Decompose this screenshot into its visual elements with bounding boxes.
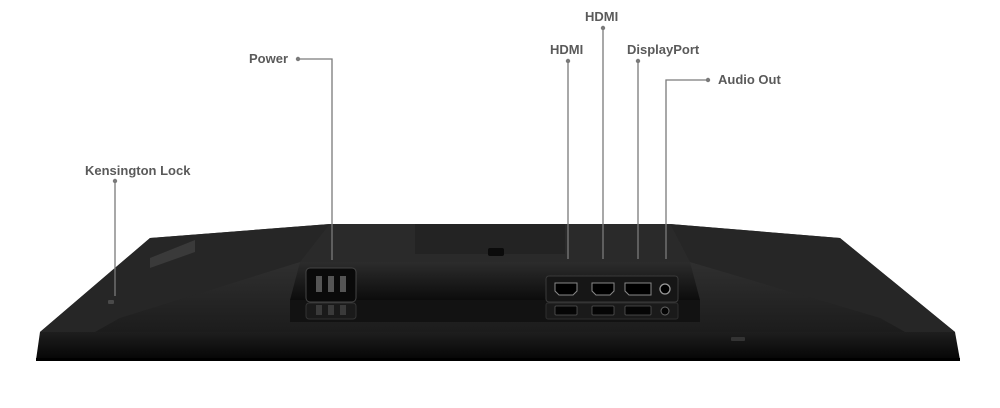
hdmi-2-port (591, 282, 615, 296)
label-hdmi-2: HDMI (585, 9, 618, 24)
bezel-edge (36, 358, 960, 361)
front-bezel (36, 332, 960, 360)
control-housing (150, 240, 195, 268)
monitor-body (36, 224, 960, 361)
left-bevel (40, 224, 330, 332)
audio-out-port (659, 283, 671, 295)
label-audio-out: Audio Out (718, 72, 781, 87)
label-power: Power (249, 51, 288, 66)
label-kensington-lock: Kensington Lock (85, 163, 191, 178)
front-notch (731, 337, 745, 341)
callout-kensington: Kensington Lock (85, 163, 191, 296)
right-bevel (670, 224, 955, 332)
label-displayport: DisplayPort (627, 42, 700, 57)
callout-hdmi-2: HDMI (585, 9, 618, 259)
callout-power: Power (249, 51, 333, 260)
hdmi-1-port (554, 282, 578, 296)
displayport-port (624, 282, 652, 296)
label-hdmi-1: HDMI (550, 42, 583, 57)
callout-hdmi-1: HDMI (550, 42, 583, 259)
kensington-slot (108, 300, 114, 304)
callout-audio-out: Audio Out (665, 72, 781, 259)
callout-displayport: DisplayPort (627, 42, 700, 259)
port-panel (545, 275, 679, 320)
stand-latch (488, 248, 504, 256)
power-socket (305, 267, 357, 320)
